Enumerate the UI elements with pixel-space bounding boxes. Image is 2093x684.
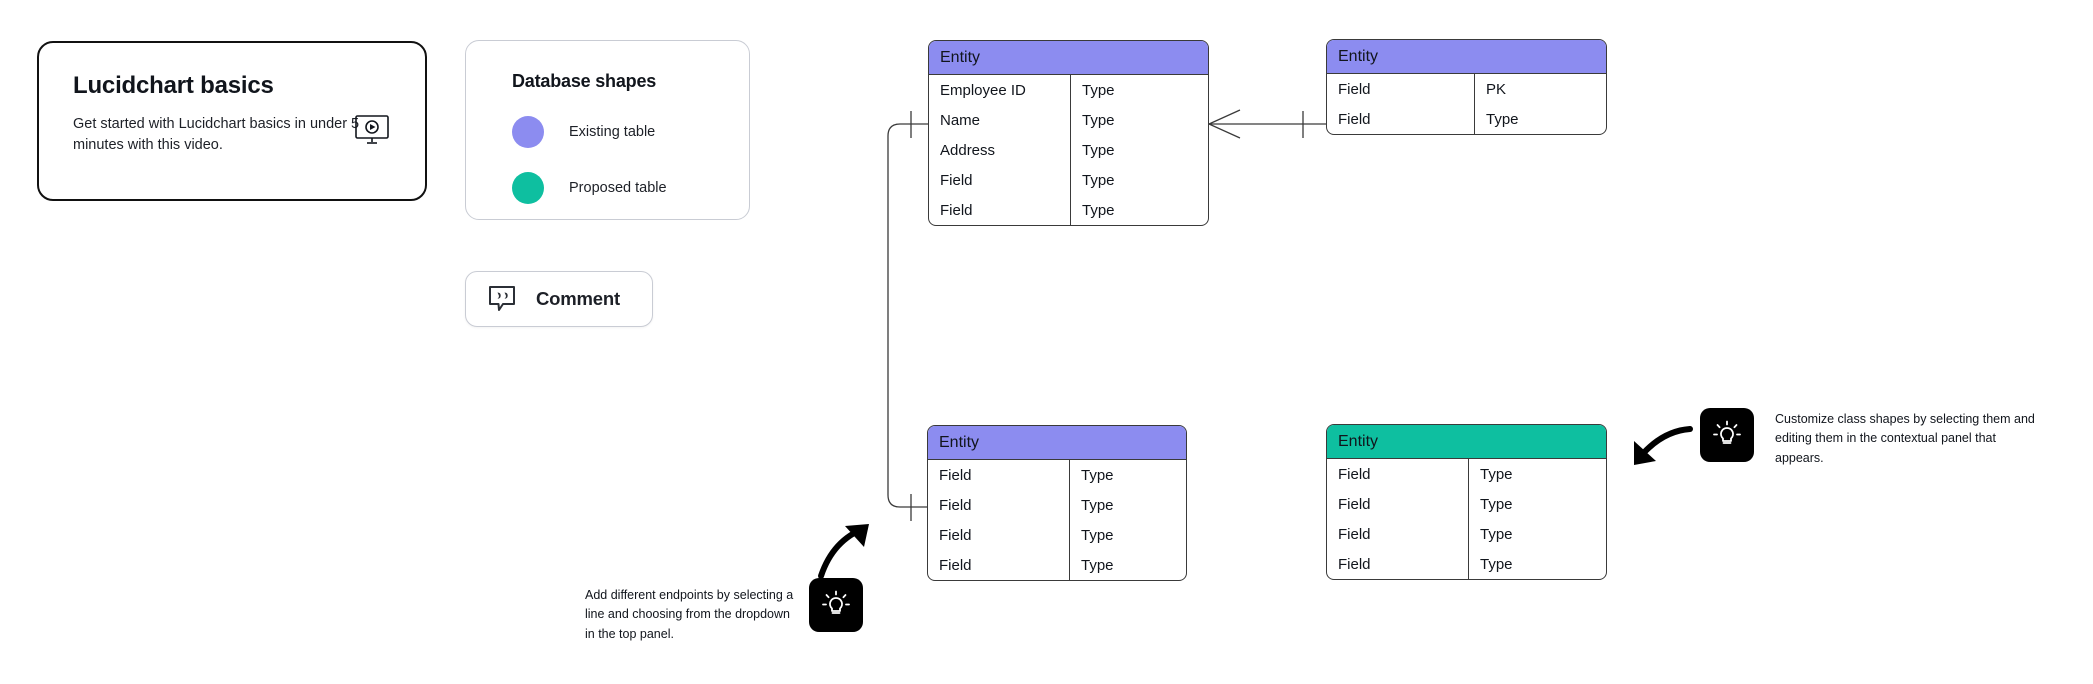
video-monitor-play-icon — [355, 115, 389, 144]
video-card-title: Lucidchart basics — [73, 72, 274, 99]
entity-field-name: Field — [1327, 549, 1469, 579]
entity-header: Entity — [1327, 425, 1606, 459]
entity-field-name: Field — [928, 460, 1070, 490]
legend-item-label: Existing table — [569, 124, 656, 140]
entity-field-name: Field — [929, 165, 1071, 195]
entity-row[interactable]: Field Type — [1327, 489, 1606, 519]
entity-field-name: Field — [928, 520, 1070, 550]
entity-field-name: Field — [1327, 519, 1469, 549]
entity-row[interactable]: Field Type — [928, 520, 1186, 550]
entity-field-type: Type — [1480, 495, 1513, 513]
entity-header: Entity — [1327, 40, 1606, 74]
entity-header: Entity — [928, 426, 1186, 460]
entity-field-type: Type — [1082, 111, 1115, 129]
entity-row[interactable]: Address Type — [929, 135, 1208, 165]
entity-field-type: Type — [1486, 110, 1519, 128]
entity-table-a[interactable]: Entity Employee ID Type Name Type Addres… — [928, 40, 1209, 226]
entity-field-type: PK — [1486, 80, 1507, 98]
entity-row[interactable]: Field Type — [928, 550, 1186, 580]
entity-field-name: Name — [929, 105, 1071, 135]
entity-row[interactable]: Name Type — [929, 105, 1208, 135]
legend-title: Database shapes — [512, 71, 657, 91]
legend-item-label: Proposed table — [569, 180, 667, 196]
teal-circle-swatch — [512, 172, 544, 204]
comment-button[interactable]: Comment — [465, 271, 653, 327]
entity-row[interactable]: Field Type — [929, 165, 1208, 195]
entity-header: Entity — [929, 41, 1208, 75]
entity-field-name: Employee ID — [929, 75, 1071, 105]
entity-row[interactable]: Field Type — [1327, 549, 1606, 579]
entity-field-name: Field — [1327, 459, 1469, 489]
entity-field-type: Type — [1480, 555, 1513, 573]
legend-item-proposed-table: Proposed table — [512, 172, 749, 204]
entity-row[interactable]: Employee ID Type — [929, 75, 1208, 105]
curved-arrow-up-right-icon — [818, 524, 869, 579]
entity-field-type: Type — [1081, 496, 1114, 514]
video-card-description: Get started with Lucidchart basics in un… — [73, 116, 360, 154]
tip-badge-endpoints[interactable] — [809, 578, 863, 632]
entity-field-type: Type — [1082, 81, 1115, 99]
entity-table-d[interactable]: Entity Field Type Field Type Field Type … — [1326, 424, 1607, 580]
entity-field-type: Type — [1082, 141, 1115, 159]
entity-field-type: Type — [1480, 525, 1513, 543]
entity-field-type: Type — [1082, 171, 1115, 189]
entity-row[interactable]: Field Type — [929, 195, 1208, 225]
entity-field-name: Field — [928, 550, 1070, 580]
legend-card[interactable]: Database shapes Existing table Proposed … — [465, 40, 750, 220]
entity-field-type: Type — [1480, 465, 1513, 483]
lightbulb-icon — [822, 590, 850, 614]
entity-row[interactable]: Field Type — [928, 460, 1186, 490]
entity-table-c[interactable]: Entity Field Type Field Type Field Type … — [927, 425, 1187, 581]
curved-arrow-left-down-icon — [1634, 426, 1693, 465]
entity-row[interactable]: Field Type — [928, 490, 1186, 520]
entity-field-type: Type — [1081, 526, 1114, 544]
entity-field-type: Type — [1081, 466, 1114, 484]
comment-quote-icon — [489, 286, 515, 311]
legend-item-existing-table: Existing table — [512, 116, 749, 148]
entity-field-name: Field — [1327, 104, 1475, 134]
entity-row[interactable]: Field PK — [1327, 74, 1606, 104]
entity-field-name: Field — [929, 195, 1071, 225]
entity-table-b[interactable]: Entity Field PK Field Type — [1326, 39, 1607, 135]
tip-text-customize: Customize class shapes by selecting them… — [1775, 412, 2035, 465]
tip-text-endpoints: Add different endpoints by selecting a l… — [585, 588, 794, 641]
entity-field-name: Field — [1327, 74, 1475, 104]
entity-row[interactable]: Field Type — [1327, 459, 1606, 489]
purple-circle-swatch — [512, 116, 544, 148]
tip-badge-customize[interactable] — [1700, 408, 1754, 462]
video-card[interactable]: Lucidchart basics Get started with Lucid… — [37, 41, 427, 201]
entity-field-type: Type — [1081, 556, 1114, 574]
entity-row[interactable]: Field Type — [1327, 519, 1606, 549]
comment-button-label: Comment — [536, 288, 620, 309]
entity-field-name: Field — [928, 490, 1070, 520]
entity-field-type: Type — [1082, 201, 1115, 219]
entity-field-name: Address — [929, 135, 1071, 165]
lightbulb-icon — [1713, 420, 1741, 444]
entity-row[interactable]: Field Type — [1327, 104, 1606, 134]
entity-field-name: Field — [1327, 489, 1469, 519]
